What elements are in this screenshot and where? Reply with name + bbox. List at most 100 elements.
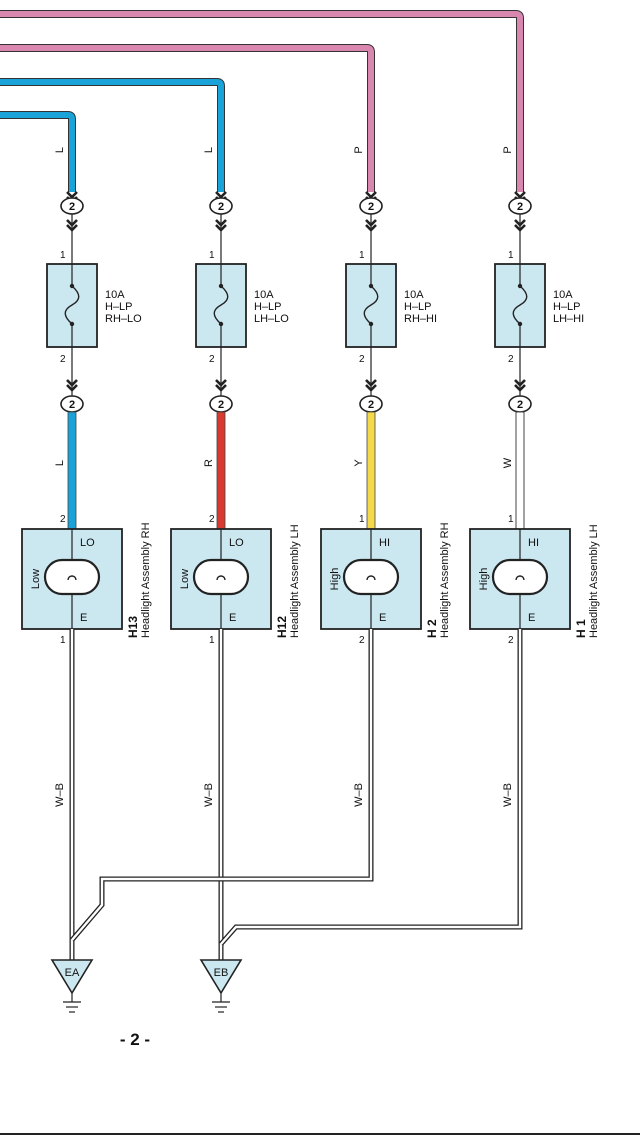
fuse-element-2 [363,285,379,325]
bulb-icon-0 [43,558,101,596]
fuse-dot-a-0 [69,283,75,289]
headlight-mode-0: Low [30,569,42,589]
wire-lower-label-1: R [203,459,215,467]
fuse-pin-bottom-1: 2 [209,354,215,365]
headlight-terminal-bottom-1: E [229,612,236,624]
fuse-pin-bottom-2: 2 [359,354,365,365]
wire-lower-2 [366,411,376,530]
fuse-pin-bottom-3: 2 [508,354,514,365]
connector-bottom-2-number: 2 [368,399,374,411]
component-id-2: H 2 [425,619,439,638]
wire-upper-0 [0,112,75,192]
chevron-bottom-3 [514,379,526,392]
bulb-icon-3 [491,558,549,596]
wire-lower-0 [67,411,77,530]
wire-upper-1-edge [0,78,225,192]
fuse-name-1: H–LP [254,301,282,313]
chevron-bottom-2 [365,379,377,392]
fuse-name-3: H–LP [553,301,581,313]
fuse-rating-1: 10A [254,289,274,301]
headlight-terminal-top-0: LO [80,537,95,549]
fuse-dot-b-0 [69,321,75,327]
fuse-pin-top-0: 1 [60,250,66,261]
lamp-pin-top-3: 1 [508,514,514,525]
wire-ground-2 [71,629,373,941]
bulb-icon-2 [342,558,400,596]
headlight-terminal-bottom-0: E [80,612,87,624]
bottom-divider [0,1133,640,1135]
headlight-terminal-top-1: LO [229,537,244,549]
wire-upper-2-edge [0,44,375,192]
bulb-filament-icon-2 [366,575,376,581]
component-name-1: Headlight Assembly LH [289,524,301,638]
fuse-pin-top-1: 1 [209,250,215,261]
wire-lower-label-2: Y [353,459,365,467]
fuse-name-2: H–LP [404,301,432,313]
connector-top-0-number: 2 [69,201,75,213]
connector-top-2-number: 2 [368,201,374,213]
chevron-bottom-1 [215,379,227,392]
wire-lower-1 [216,411,226,530]
chevron-fuse-top-3 [514,219,526,232]
fuse-dot-b-2 [368,321,374,327]
fuse-circuit-0: RH–LO [105,313,142,325]
headlight-mode-3: High [478,568,490,591]
fuse-dot-b-1 [218,321,224,327]
wire-ground-label-1: W–B [203,783,215,807]
component-name-2: Headlight Assembly RH [439,522,451,638]
wire-lower-3 [515,411,525,530]
fuse-circuit-1: LH–LO [254,313,289,325]
headlight-terminal-bottom-2: E [379,612,386,624]
page-number: - 2 - [119,1030,151,1049]
fuse-pin-top-2: 1 [359,250,365,261]
connector-top-3-number: 2 [517,201,523,213]
wire-upper-label-2: P [353,146,365,153]
component-name-0: Headlight Assembly RH [140,522,152,638]
fuse-element-0 [64,285,80,325]
wire-lower-label-0: L [54,460,66,466]
ground-label-1: EB [214,967,229,979]
lamp-pin-bottom-2: 2 [359,635,365,646]
connector-top-1-number: 2 [218,201,224,213]
chevron-fuse-top-1 [215,219,227,232]
headlight-mode-2: High [329,568,341,591]
fuse-element-3 [512,285,528,325]
component-id-3: H 1 [574,619,588,638]
headlight-terminal-top-3: HI [528,537,539,549]
headlight-terminal-top-2: HI [379,537,390,549]
lamp-pin-bottom-3: 2 [508,635,514,646]
fuse-rating-2: 10A [404,289,424,301]
ground-label-0: EA [65,967,80,979]
fuse-dot-a-1 [218,283,224,289]
wire-lower-label-3: W [502,457,514,468]
connector-bottom-0-number: 2 [69,399,75,411]
fuse-rating-0: 10A [105,289,125,301]
fuse-rating-3: 10A [553,289,573,301]
wire-upper-3 [0,11,523,192]
lamp-pin-bottom-0: 1 [60,635,66,646]
wire-upper-label-0: L [54,147,66,153]
chevron-bottom-0 [66,379,78,392]
headlight-terminal-bottom-3: E [528,612,535,624]
fuse-dot-a-3 [517,283,523,289]
connector-bottom-1-number: 2 [218,399,224,411]
chevron-fuse-top-2 [365,219,377,232]
ground-symbol-1 [199,959,243,995]
fuse-dot-a-2 [368,283,374,289]
bulb-filament-icon-3 [515,575,525,581]
fuse-pin-bottom-0: 2 [60,354,66,365]
component-id-0: H13 [126,616,140,638]
lamp-pin-bottom-1: 1 [209,635,215,646]
ground-symbol-0 [50,959,94,995]
wire-upper-label-1: L [203,147,215,153]
fuse-pin-top-3: 1 [508,250,514,261]
bulb-filament-icon-1 [216,575,226,581]
fuse-dot-b-3 [517,321,523,327]
wire-upper-2 [0,45,374,192]
wire-ground-label-2: W–B [353,783,365,807]
lamp-pin-top-1: 2 [209,514,215,525]
lamp-pin-top-2: 1 [359,514,365,525]
fuse-circuit-3: LH–HI [553,313,584,325]
lamp-pin-top-0: 2 [60,514,66,525]
component-name-3: Headlight Assembly LH [588,524,600,638]
